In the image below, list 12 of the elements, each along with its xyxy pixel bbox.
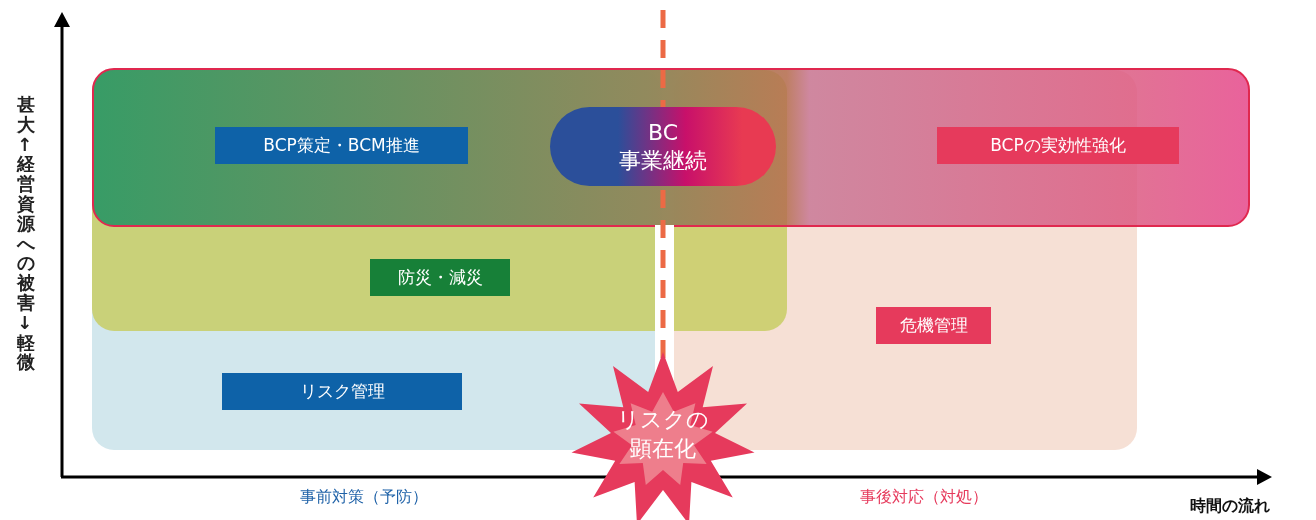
axis-label: 甚大↑経営資源への被害↓軽微 [17,95,35,373]
starburst-text: 顕在化 [630,435,696,463]
starburst-text: リスクの [617,406,709,435]
phase-label: 事後対応（対処） [860,487,988,508]
activity-label: リスク管理 [222,373,462,410]
activity-label: BCPの実効性強化 [937,127,1179,164]
activity-label: 防災・減災 [370,259,510,296]
activity-label: BCP策定・BCM推進 [215,127,468,164]
axis-label: 時間の流れ [1190,496,1270,517]
activity-label: 危機管理 [876,307,991,344]
phase-label: 事前対策（予防） [300,487,428,508]
continuity-pill: BC 事業継続 [550,107,776,186]
